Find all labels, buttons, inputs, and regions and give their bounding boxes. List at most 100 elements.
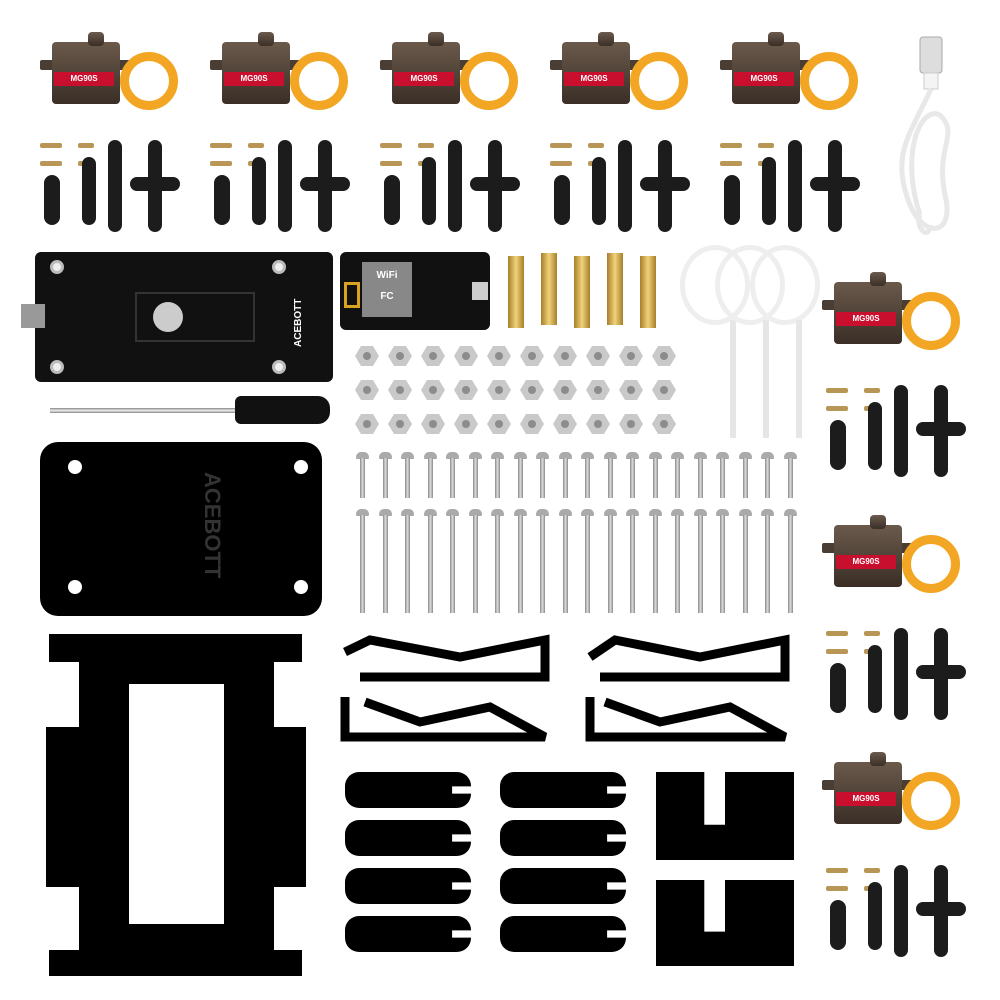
servo-shaft [870, 515, 886, 529]
gold-screw [588, 143, 604, 148]
short-screw-head [468, 452, 482, 459]
gold-screw [826, 649, 848, 654]
short-screw [787, 458, 793, 498]
fc-mark: FC [380, 291, 394, 302]
short-screw-head [761, 452, 774, 459]
brass-standoff [574, 256, 590, 328]
short-screw [607, 458, 613, 498]
short-screw [720, 458, 725, 498]
gold-screw [210, 143, 232, 148]
long-screw-head [401, 509, 414, 516]
long-screw-head [558, 509, 572, 516]
hex-nut [520, 380, 544, 400]
gold-screw [826, 388, 848, 393]
short-screw [405, 458, 410, 498]
long-screw-head [626, 509, 639, 516]
servo-horn-long [894, 385, 908, 477]
servo-horn-long [448, 140, 462, 232]
servo-horn-double [762, 157, 776, 225]
long-screw-head [783, 509, 797, 516]
servo-horn-cross [916, 902, 966, 916]
hex-nut [355, 380, 379, 400]
long-screw [382, 515, 388, 613]
leg-link [500, 820, 626, 856]
servo-horn-double [592, 157, 606, 225]
short-screw [450, 458, 455, 498]
expansion-board: ACEBOTT [21, 252, 333, 382]
short-screw [540, 458, 545, 498]
leg-link [500, 772, 626, 808]
leg-link [345, 820, 471, 856]
servo-label: MG90S [394, 72, 454, 86]
hex-nut [487, 346, 511, 366]
header-socket [135, 292, 255, 342]
servo-horn-single [214, 175, 230, 225]
gold-screw [210, 161, 232, 166]
short-screw [562, 458, 568, 498]
brass-standoff [640, 256, 656, 328]
hex-nut [586, 414, 610, 434]
leg-link [345, 772, 471, 808]
brass-standoff [541, 253, 557, 325]
long-screw-head [356, 509, 369, 516]
gold-screw [248, 143, 264, 148]
short-screw-head [626, 452, 639, 459]
servo-cable [290, 52, 348, 110]
short-screw [765, 458, 770, 498]
leg-piece [343, 634, 550, 682]
gold-screw [78, 143, 94, 148]
long-screw [450, 515, 455, 613]
servo-shaft [88, 32, 104, 46]
hex-nut [388, 346, 412, 366]
power-switch[interactable] [21, 304, 45, 328]
servo-label: MG90S [564, 72, 624, 86]
long-screw-head [468, 509, 482, 516]
long-screw [360, 515, 365, 613]
servo-horn-single [554, 175, 570, 225]
servo-horn-cross [810, 177, 860, 191]
short-screw [585, 458, 590, 498]
servo-shaft [768, 32, 784, 46]
short-screw [630, 458, 635, 498]
servo-horn-single [830, 420, 846, 470]
hex-nut [553, 414, 577, 434]
hex-nut [454, 346, 478, 366]
long-screw-head [581, 509, 594, 516]
antenna-icon [344, 282, 360, 308]
servo-horn-double [868, 645, 882, 713]
short-screw-head [738, 452, 752, 459]
hex-nut [586, 346, 610, 366]
long-screw [405, 515, 410, 613]
servo-label: MG90S [836, 312, 896, 326]
gold-screw [418, 143, 434, 148]
leg-link [345, 868, 471, 904]
long-screw-head [423, 509, 437, 516]
long-screw [495, 515, 500, 613]
usb-cable [899, 36, 951, 235]
servo-cable [120, 52, 178, 110]
long-screw-head [671, 509, 684, 516]
servo-horn-double [82, 157, 96, 225]
short-screw-head [423, 452, 437, 459]
servo-horn-cross [130, 177, 180, 191]
long-screw-head [693, 509, 707, 516]
servo-horn-single [44, 175, 60, 225]
servo-cable [800, 52, 858, 110]
long-screw [427, 515, 433, 613]
short-screw-head [513, 452, 527, 459]
hex-nut [652, 414, 676, 434]
long-screw-head [603, 509, 617, 516]
gold-screw [864, 868, 880, 873]
servo-horn-long [108, 140, 122, 232]
servo-horn-cross [916, 422, 966, 436]
long-screw [630, 515, 635, 613]
short-screw-head [536, 452, 549, 459]
servo-horn-single [724, 175, 740, 225]
short-screw-head [603, 452, 617, 459]
long-screw-head [513, 509, 527, 516]
gold-screw [826, 631, 848, 636]
cable-tie-loop [750, 245, 820, 325]
servo-cable [902, 772, 960, 830]
servo-horn-double [868, 882, 882, 950]
long-screw-head [761, 509, 774, 516]
